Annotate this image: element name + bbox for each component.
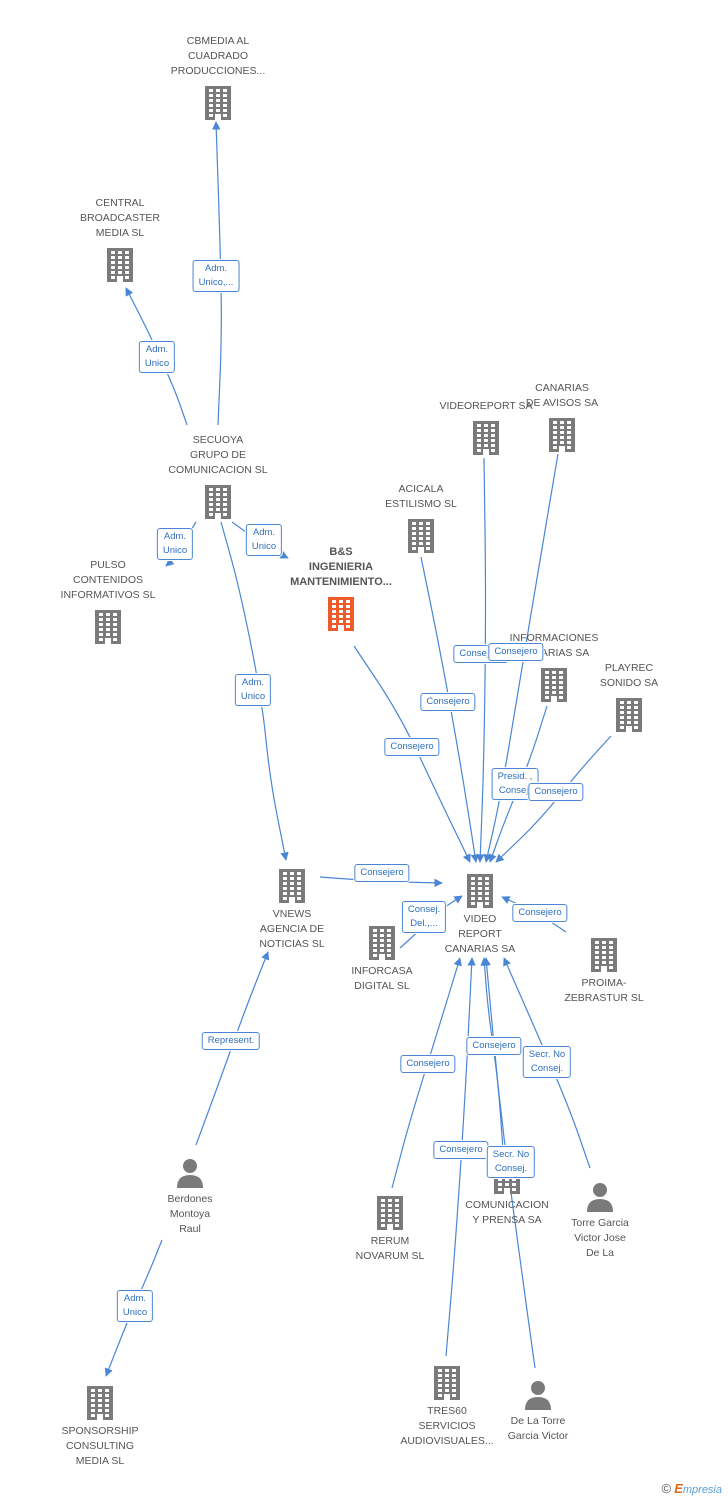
node-label-sponsorship[interactable]: SPONSORSHIP CONSULTING MEDIA SL [61, 1425, 139, 1467]
edge-label-canarias_avisos-vrcanarias[interactable]: Consejero [488, 643, 544, 661]
edge-label-secuoya-vnews[interactable]: Adm. Unico [234, 674, 272, 706]
building-icon[interactable] [86, 1386, 114, 1425]
building-icon[interactable] [278, 869, 306, 908]
node-label-rerum[interactable]: RERUM NOVARUM SL [355, 1235, 425, 1262]
edge-label-secuoya-cbmedia[interactable]: Adm. Unico,... [192, 260, 240, 292]
node-label-videoreport[interactable]: VIDEOREPORT SA [439, 400, 533, 412]
node-label-vrcanarias[interactable]: VIDEO REPORT CANARIAS SA [444, 913, 516, 955]
edge-label-secuoya-pulso[interactable]: Adm. Unico [156, 528, 194, 560]
node-label-torre[interactable]: Torre Garcia Victor Jose De La [571, 1217, 629, 1259]
node-label-proima[interactable]: PROIMA- ZEBRASTUR SL [564, 977, 644, 1004]
building-icon[interactable] [466, 874, 494, 913]
building-icon[interactable] [548, 418, 576, 457]
edge-label-secuoya-bs[interactable]: Adm. Unico [245, 524, 283, 556]
copyright-symbol: © [661, 1481, 672, 1496]
node-label-vnews[interactable]: VNEWS AGENCIA DE NOTICIAS SL [259, 908, 325, 950]
edge-label-vnews-vrcanarias[interactable]: Consejero [354, 864, 410, 882]
node-label-secuoya[interactable]: SECUOYA GRUPO DE COMUNICACION SL [168, 434, 268, 476]
edge-label-secuoya-central[interactable]: Adm. Unico [138, 341, 176, 373]
edge-label-bs-vrcanarias[interactable]: Consejero [384, 738, 440, 756]
building-icon[interactable] [433, 1366, 461, 1405]
building-icon[interactable] [472, 421, 500, 460]
node-label-playrec[interactable]: PLAYREC SONIDO SA [599, 662, 659, 689]
building-icon[interactable] [204, 86, 232, 125]
node-label-comunicacion[interactable]: COMUNICACION Y PRENSA SA [465, 1199, 549, 1226]
edge-label-comunicacion-vrcanarias[interactable]: Consejero [466, 1037, 522, 1055]
edge-videoreport-vrcanarias [476, 457, 487, 863]
node-label-central[interactable]: CENTRAL BROADCASTER MEDIA SL [80, 197, 160, 239]
edge-label-berdones-vnews[interactable]: Represent. [201, 1032, 261, 1050]
node-label-tres60[interactable]: TRES60 SERVICIOS AUDIOVISUALES... [400, 1405, 494, 1447]
edge-label-proima-vrcanarias[interactable]: Consejero [512, 904, 568, 922]
building-icon[interactable] [368, 926, 396, 965]
edge-rerum-vrcanarias [391, 957, 462, 1189]
brand-logo-e: E [674, 1481, 683, 1496]
node-label-cbmedia[interactable]: CBMEDIA AL CUADRADO PRODUCCIONES... [170, 35, 266, 77]
building-icon[interactable] [407, 519, 435, 558]
building-icon[interactable] [106, 248, 134, 287]
edge-label-torre-vrcanarias[interactable]: Secr. No Consej. [522, 1046, 572, 1078]
node-label-bs[interactable]: B&S INGENIERIA MANTENIMIENTO... [290, 546, 392, 588]
edge-label-delatorre-vrcanarias[interactable]: Secr. No Consej. [486, 1146, 536, 1178]
building-icon[interactable] [204, 485, 232, 524]
person-icon[interactable] [175, 1158, 205, 1193]
edge-label-playrec-vrcanarias[interactable]: Consejero [528, 783, 584, 801]
edge-label-acicala-vrcanarias[interactable]: Consejero [420, 693, 476, 711]
node-label-inforcasa[interactable]: INFORCASA DIGITAL SL [351, 965, 413, 992]
edge-label-tres60-vrcanarias[interactable]: Consejero [433, 1141, 489, 1159]
building-icon[interactable] [590, 938, 618, 977]
brand-logo-text: mpresia [682, 1484, 722, 1496]
building-icon[interactable] [327, 597, 355, 636]
person-icon[interactable] [523, 1380, 553, 1415]
edge-tres60-vrcanarias [445, 957, 476, 1357]
edge-bs-vrcanarias [353, 645, 471, 863]
edge-label-berdones-sponsorship[interactable]: Adm. Unico [116, 1290, 154, 1322]
node-label-berdones[interactable]: Berdones Montoya Raul [167, 1193, 213, 1235]
edge-label-rerum-vrcanarias[interactable]: Consejero [400, 1055, 456, 1073]
building-icon[interactable] [94, 610, 122, 649]
node-label-canarias_avisos[interactable]: CANARIAS DE AVISOS SA [525, 382, 599, 409]
node-label-delatorre[interactable]: De La Torre Garcia Victor [507, 1415, 569, 1442]
building-icon[interactable] [376, 1196, 404, 1235]
node-label-pulso[interactable]: PULSO CONTENIDOS INFORMATIVOS SL [60, 559, 156, 601]
edge-label-inforcasa-vrcanarias[interactable]: Consej. Del.,... [401, 901, 447, 933]
brand-watermark[interactable]: © Empresia [662, 1481, 722, 1496]
node-label-acicala[interactable]: ACICALA ESTILISMO SL [385, 483, 457, 510]
person-icon[interactable] [585, 1182, 615, 1217]
building-icon[interactable] [615, 698, 643, 737]
building-icon[interactable] [540, 668, 568, 707]
